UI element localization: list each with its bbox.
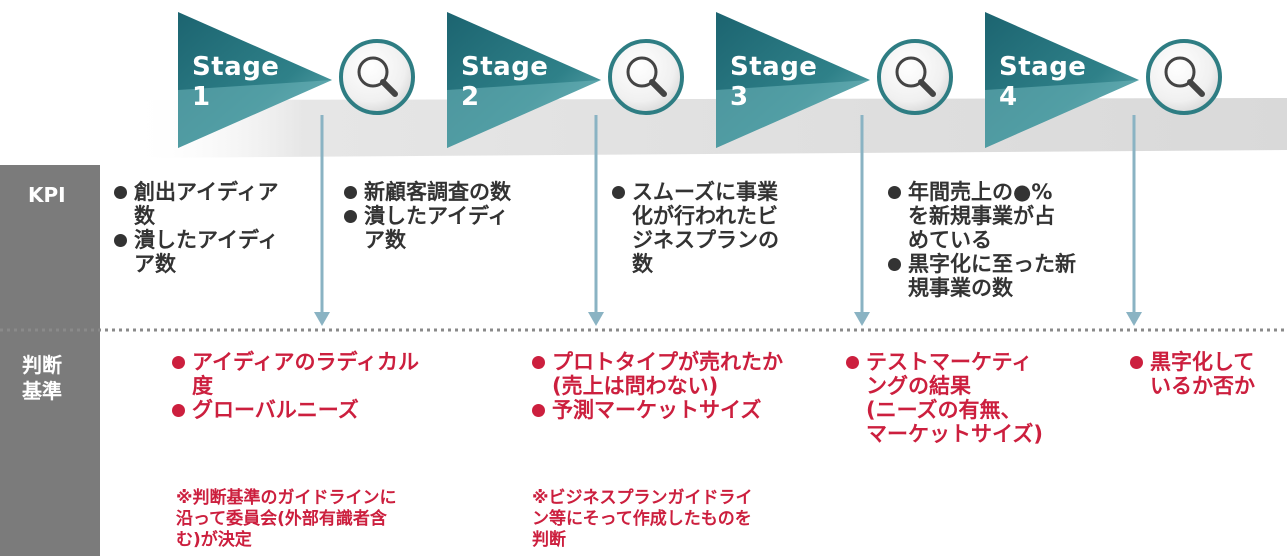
- stage-3-title: Stage: [730, 52, 818, 82]
- connector-3: [854, 115, 870, 326]
- kpi-item-cont: 数: [134, 204, 155, 228]
- criteria-item: プロトタイプが売れたか: [530, 350, 783, 374]
- kpi-item-cont: めている: [908, 228, 992, 252]
- kpi-item-cont: を新規事業が占: [908, 204, 1055, 228]
- criteria-item-cont: (ニーズの有無、: [866, 398, 1022, 422]
- magnifier-icon: [339, 39, 415, 115]
- kpi-item-cont: 化が行われたビ: [632, 204, 778, 228]
- stage-1-arrow: [178, 12, 332, 148]
- criteria-item: 予測マーケットサイズ: [530, 398, 783, 422]
- kpi-column-2: 新顧客調査の数 潰したアイディ ア数: [342, 180, 511, 252]
- timeline-band: [130, 98, 1287, 158]
- kpi-column-4: 年間売上の●% を新規事業が占 めている 黒字化に至った新 規事業の数: [886, 180, 1076, 300]
- criteria-item-cont: マーケットサイズ): [866, 422, 1043, 446]
- stage-2-arrow: [447, 12, 601, 148]
- stage-1-title: Stage: [192, 52, 280, 82]
- magnifier-icon: [608, 39, 684, 115]
- criteria-column-4: 黒字化して いるか否か: [1128, 350, 1255, 398]
- criteria-note-1: ※判断基準のガイドラインに 沿って委員会(外部有識者含 む)が決定: [176, 488, 397, 550]
- magnifier-icon: [877, 39, 953, 115]
- stage-3-number: 3: [730, 82, 749, 112]
- kpi-item: 年間売上の●%: [886, 180, 1076, 204]
- criteria-column-1: アイディアのラディカル 度 グローバルニーズ: [170, 350, 419, 422]
- connector-1: [314, 115, 330, 326]
- stage-4-label: Stage 4: [999, 52, 1086, 112]
- stage-4-number: 4: [999, 82, 1018, 112]
- stage-4-title: Stage: [999, 52, 1087, 82]
- stage-1-number: 1: [192, 82, 211, 112]
- criteria-item: 黒字化して: [1128, 350, 1255, 374]
- magnifier-icon: [1146, 39, 1222, 115]
- stage-3-label: Stage 3: [730, 52, 817, 112]
- criteria-label: 判断 基準: [22, 353, 62, 403]
- kpi-item: 潰したアイディ: [342, 204, 511, 228]
- kpi-label: KPI: [28, 183, 66, 207]
- connector-4: [1126, 115, 1142, 326]
- stage-1-label: Stage 1: [192, 52, 279, 112]
- criteria-column-3: テストマーケティ ングの結果 (ニーズの有無、 マーケットサイズ): [844, 350, 1043, 446]
- kpi-item-cont: ア数: [134, 252, 176, 276]
- criteria-item: アイディアのラディカル: [170, 350, 419, 374]
- criteria-item-cont: いるか否か: [1150, 374, 1255, 398]
- connector-2: [588, 115, 604, 326]
- criteria-item-cont: (売上は問わない): [552, 374, 719, 398]
- kpi-item: 新顧客調査の数: [342, 180, 511, 204]
- side-bar: [0, 165, 100, 556]
- kpi-item: 創出アイディア: [112, 180, 278, 204]
- stage-2-number: 2: [461, 82, 480, 112]
- kpi-item-cont: ジネスプランの: [632, 228, 779, 252]
- criteria-item-cont: ングの結果: [866, 374, 971, 398]
- kpi-item: 潰したアイディ: [112, 228, 278, 252]
- kpi-item-cont: 数: [632, 252, 653, 276]
- kpi-column-1: 創出アイディア 数 潰したアイディ ア数: [112, 180, 278, 276]
- criteria-note-2: ※ビジネスプランガイドライ ン等にそって作成したものを 判断: [532, 488, 753, 550]
- kpi-column-3: スムーズに事業 化が行われたビ ジネスプランの 数: [610, 180, 779, 276]
- stage-4-arrow: [985, 12, 1139, 148]
- kpi-item: スムーズに事業: [610, 180, 779, 204]
- criteria-column-2: プロトタイプが売れたか (売上は問わない) 予測マーケットサイズ: [530, 350, 783, 422]
- kpi-item-cont: ア数: [364, 228, 406, 252]
- criteria-item: グローバルニーズ: [170, 398, 419, 422]
- criteria-item: テストマーケティ: [844, 350, 1043, 374]
- kpi-item-cont: 規事業の数: [908, 276, 1013, 300]
- stage-2-title: Stage: [461, 52, 549, 82]
- criteria-item-cont: 度: [192, 374, 213, 398]
- stage-2-label: Stage 2: [461, 52, 548, 112]
- kpi-item: 黒字化に至った新: [886, 252, 1076, 276]
- stage-3-arrow: [716, 12, 870, 148]
